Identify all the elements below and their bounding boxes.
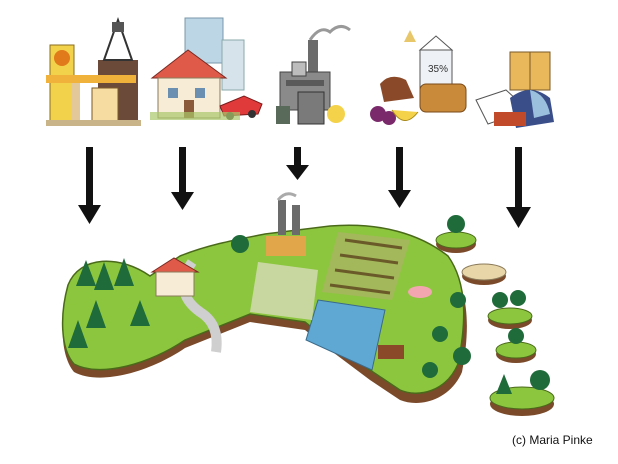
island (487, 290, 533, 329)
factory-and-waste-icon (276, 25, 351, 125)
arrow-down-icon (171, 147, 194, 210)
food-icon: 35% (370, 30, 467, 125)
clothing-and-furniture-icon (475, 51, 554, 128)
arrow-down-icon (286, 147, 309, 180)
small-islands (435, 215, 555, 416)
house-icon (150, 257, 200, 297)
island (489, 370, 555, 416)
arrow-down-icon (506, 147, 531, 228)
arrow-down-icon (388, 147, 411, 208)
island (461, 263, 507, 285)
copyright-credit: (c) Maria Pinke (512, 433, 593, 447)
arrow-down-icon (78, 147, 101, 224)
milk-carton-label: 35% (428, 64, 448, 75)
house-and-car-icon (150, 17, 263, 120)
cow-icon (378, 345, 404, 359)
trees (68, 235, 471, 378)
island (435, 215, 477, 253)
footprint-landscape (61, 192, 471, 403)
fuel-and-mine-icon (46, 16, 141, 126)
farmland (322, 232, 410, 300)
island (495, 328, 537, 363)
pig-icon (408, 286, 432, 298)
downward-arrows (78, 147, 531, 228)
